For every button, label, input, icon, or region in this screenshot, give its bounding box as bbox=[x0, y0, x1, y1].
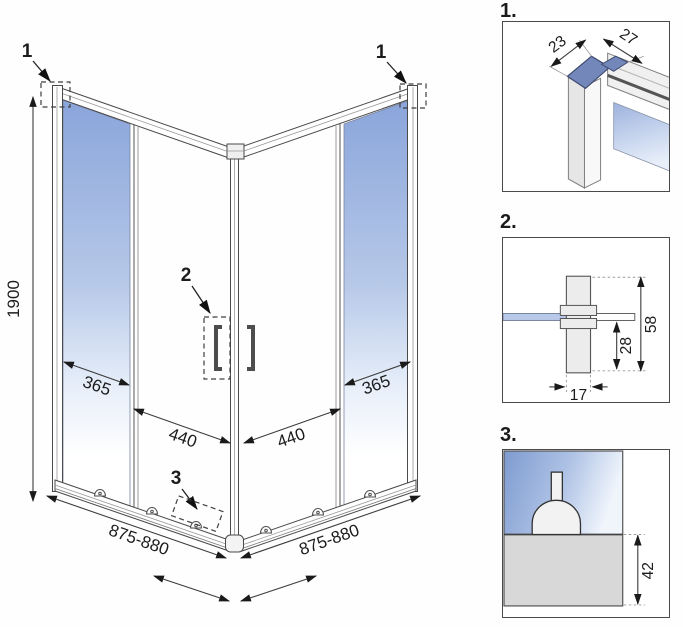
glass-under-profile bbox=[613, 101, 669, 172]
slide-direction-arrows bbox=[152, 575, 318, 602]
dimension-27: 27 bbox=[602, 25, 643, 64]
detail-2-label: 2. bbox=[500, 211, 517, 233]
detail-2-box: 58 28 17 bbox=[502, 237, 670, 403]
left-door-handle bbox=[214, 325, 222, 371]
sliding-door-edges bbox=[133, 124, 341, 509]
detail-3-box: 42 bbox=[502, 449, 670, 618]
corner-cap bbox=[226, 143, 245, 160]
main-isometric-diagram: 1900 365 365 440 440 875-880 875-880 bbox=[4, 41, 427, 602]
roller-stem bbox=[550, 471, 564, 505]
bottom-rail-block bbox=[504, 534, 623, 606]
callout-1-right-label: 1 bbox=[376, 42, 387, 63]
dim-23-label: 23 bbox=[546, 33, 570, 57]
detail-1-box: 23 27 bbox=[502, 21, 670, 192]
glass-section-white bbox=[590, 313, 636, 321]
dim-28-label: 28 bbox=[618, 337, 635, 354]
handle-collar-bottom bbox=[559, 317, 598, 330]
dimension-right-door: 440 bbox=[242, 408, 342, 452]
dim-17-label: 17 bbox=[570, 387, 587, 402]
detail-2-drawing: 58 28 17 bbox=[503, 275, 660, 402]
detail-1-drawing: 23 27 bbox=[546, 25, 669, 189]
dimension-58: 58 bbox=[637, 276, 660, 372]
callout-2-label: 2 bbox=[181, 265, 192, 286]
dim-440-right-label: 440 bbox=[275, 424, 308, 451]
detail-1-label: 1. bbox=[500, 0, 517, 22]
dimension-28: 28 bbox=[612, 321, 635, 370]
dim-42-label: 42 bbox=[640, 562, 657, 579]
callout-2: 2 bbox=[181, 265, 211, 314]
handle-collar-top bbox=[559, 304, 598, 316]
corner-post-face-left bbox=[567, 76, 585, 189]
glass-section-blue bbox=[503, 313, 567, 321]
dim-440-left-label: 440 bbox=[166, 424, 199, 451]
door-handles bbox=[214, 325, 255, 371]
callout-3: 3 bbox=[171, 468, 224, 533]
roller-dome bbox=[531, 499, 582, 536]
callout-1-left: 1 bbox=[22, 41, 71, 108]
right-door-handle bbox=[247, 325, 255, 371]
handle-callout-box bbox=[203, 316, 231, 380]
callout-3-label: 3 bbox=[171, 468, 182, 489]
detail-3-label: 3. bbox=[500, 424, 517, 446]
detail-3-drawing: 42 bbox=[503, 450, 657, 607]
right-wall-post bbox=[407, 85, 418, 492]
corner-foot bbox=[225, 534, 244, 553]
left-fixed-glass-panel bbox=[62, 99, 131, 507]
top-profile-body bbox=[607, 52, 669, 110]
dim-58-label: 58 bbox=[643, 316, 660, 333]
callout-1-right: 1 bbox=[376, 42, 427, 109]
right-fixed-glass-panel bbox=[343, 99, 411, 507]
left-wall-post bbox=[52, 85, 63, 492]
callout-1-left-label: 1 bbox=[22, 41, 33, 62]
dimension-height: 1900 bbox=[4, 95, 37, 503]
dimension-left-door: 440 bbox=[132, 408, 232, 452]
dim-height-label: 1900 bbox=[4, 280, 23, 318]
corner-post-face-right bbox=[583, 77, 602, 189]
dimension-23: 23 bbox=[546, 33, 587, 67]
dimension-17: 17 bbox=[549, 374, 608, 402]
dimension-42: 42 bbox=[634, 534, 657, 606]
dim-27-label: 27 bbox=[616, 25, 640, 49]
